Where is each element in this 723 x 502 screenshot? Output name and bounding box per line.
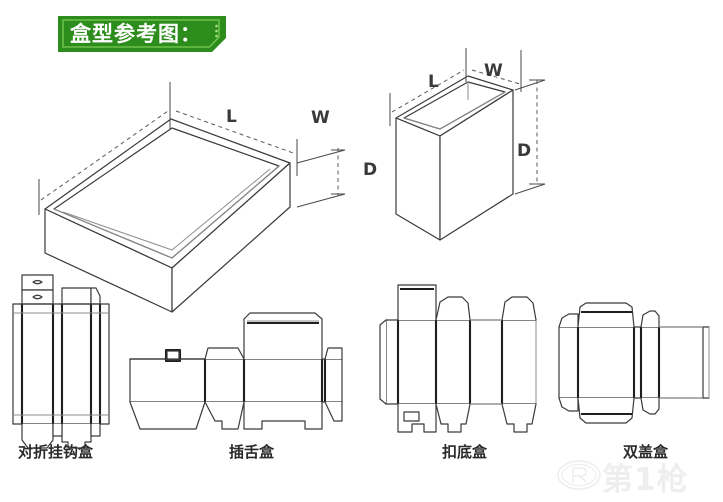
dieline-caption-crash-lock-box: 扣底盒 — [442, 443, 488, 461]
dim-label-L-tray: L — [226, 107, 237, 127]
dim-label-D-tray: D — [363, 160, 378, 180]
perspective-shallow-tray — [38, 82, 346, 313]
dieline-caption-hook-fold-box: 对折挂钩盒 — [18, 443, 94, 461]
dim-label-W-tray: W — [311, 108, 330, 128]
dieline-tuck-end-box — [129, 312, 343, 430]
dieline-hook-fold-box — [12, 274, 110, 449]
banner-shape — [58, 16, 226, 52]
dieline-caption-tuck-end-box: 插舌盒 — [229, 443, 275, 461]
dieline-double-lid-box — [558, 302, 710, 424]
dieline-crash-lock-box — [379, 284, 537, 433]
perspective-tall-box — [389, 48, 546, 241]
dim-label-D-tall: D — [517, 141, 532, 161]
banner-title: 盒型参考图： — [70, 22, 202, 46]
section-banner: 盒型参考图： — [58, 16, 226, 52]
dieline-caption-double-lid-box: 双盖盒 — [623, 443, 669, 461]
dim-label-W-tall: W — [484, 61, 503, 81]
dim-label-L-tall: L — [428, 72, 439, 92]
